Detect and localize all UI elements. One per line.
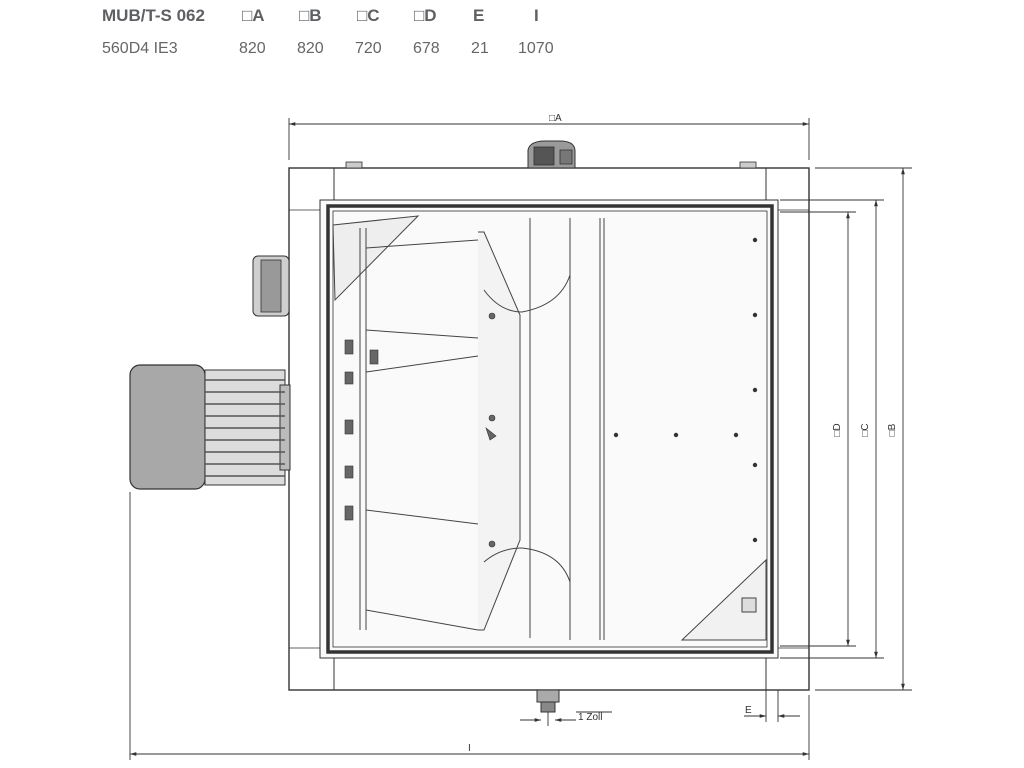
dim-c-label: □C — [860, 423, 871, 436]
drain-fitting — [536, 689, 560, 713]
model-value: 560D4 IE3 — [102, 40, 178, 57]
dim-a-value: 820 — [239, 40, 266, 57]
dim-i-value: 1070 — [518, 40, 554, 57]
top-handle — [527, 140, 576, 169]
impeller-hub-fixtures — [344, 312, 497, 548]
dim-b-label: □B — [887, 423, 898, 436]
dim-e-label: E — [745, 705, 752, 716]
dim-a-label: □A — [549, 113, 562, 124]
cable-gland — [252, 255, 290, 317]
dim-i-label: I — [468, 743, 471, 754]
dim-a-header: □A — [242, 6, 265, 25]
dim-c-header: □C — [357, 6, 380, 25]
housing-panel — [319, 199, 779, 659]
model-header: MUB/T-S 062 — [102, 6, 205, 25]
top-bracket-right — [739, 161, 757, 169]
dim-d-header: □D — [414, 6, 437, 25]
motor — [129, 364, 291, 490]
inner-opening — [326, 204, 774, 654]
dim-b-value: 820 — [297, 40, 324, 57]
dim-d-label: □D — [832, 423, 843, 436]
dim-d-value: 678 — [413, 40, 440, 57]
dim-c-value: 720 — [355, 40, 382, 57]
bottom-rail — [333, 657, 767, 691]
motor-cooling-fins — [205, 379, 285, 477]
top-bracket-left — [345, 161, 363, 169]
top-rail — [333, 167, 767, 201]
panel-screws — [613, 237, 758, 543]
dim-i-header: I — [534, 6, 539, 25]
dimension-lines — [129, 118, 912, 760]
thread-size-label: 1 Zoll — [578, 712, 602, 723]
dim-e-header: E — [473, 6, 485, 25]
dim-e-value: 21 — [471, 40, 489, 57]
fan-impeller — [332, 215, 605, 640]
motor-end-cap — [129, 364, 206, 490]
corner-brace — [680, 558, 767, 641]
dim-b-header: □B — [299, 6, 322, 25]
